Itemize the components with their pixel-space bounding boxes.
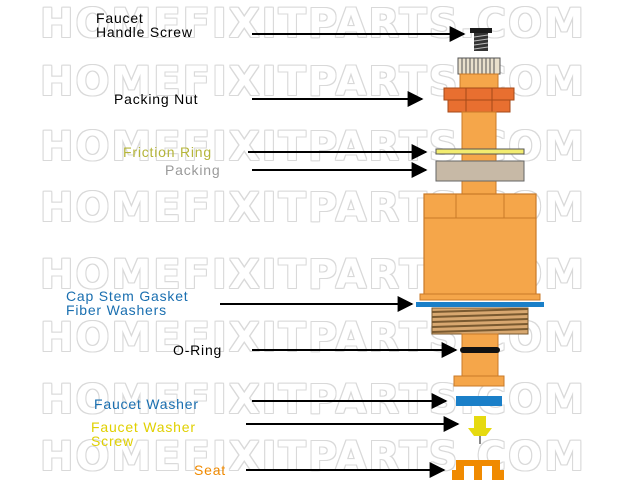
label-line: Fiber Washers [66,302,167,318]
label-line: Faucet Washer [94,396,199,412]
label-cap-stem-gasket: Cap Stem Gasket Fiber Washers [66,289,189,317]
packing-nut-part [443,87,515,113]
label-line: Cap Stem Gasket [66,288,189,304]
faucet-washer-part [456,396,502,406]
lower-stem-part [461,333,499,377]
friction-ring-part [435,148,525,155]
cap-stem-gasket-part [416,302,544,307]
label-line: Faucet Washer [91,419,196,435]
packing-part [435,160,525,182]
label-faucet-handle-screw: Faucet Handle Screw [96,11,193,39]
o-ring-part [460,347,500,353]
label-faucet-washer-screw: Faucet Washer Screw [91,420,196,448]
spline-top-part [457,57,501,89]
label-friction-ring: Friction Ring [123,145,212,159]
seat-part [452,460,504,480]
handle-screw-part [470,28,492,51]
label-line: Packing Nut [114,91,199,107]
label-line: Packing [165,162,221,178]
stem-body-part [419,193,541,301]
threaded-section-part [431,307,529,335]
label-packing: Packing [165,163,220,177]
label-seat: Seat [194,463,226,477]
label-faucet-washer: Faucet Washer [94,397,199,411]
label-line: Seat [194,462,226,478]
label-packing-nut: Packing Nut [114,92,198,106]
faucet-washer-screw-part [468,416,492,444]
label-line: Friction Ring [123,144,212,160]
label-line: Faucet [96,10,144,26]
label-line: O-Ring [173,342,223,358]
stem-bottom-part [453,375,505,387]
label-o-ring: O-Ring [173,343,222,357]
label-line: Screw [91,433,134,449]
label-line: Handle Screw [96,24,193,40]
